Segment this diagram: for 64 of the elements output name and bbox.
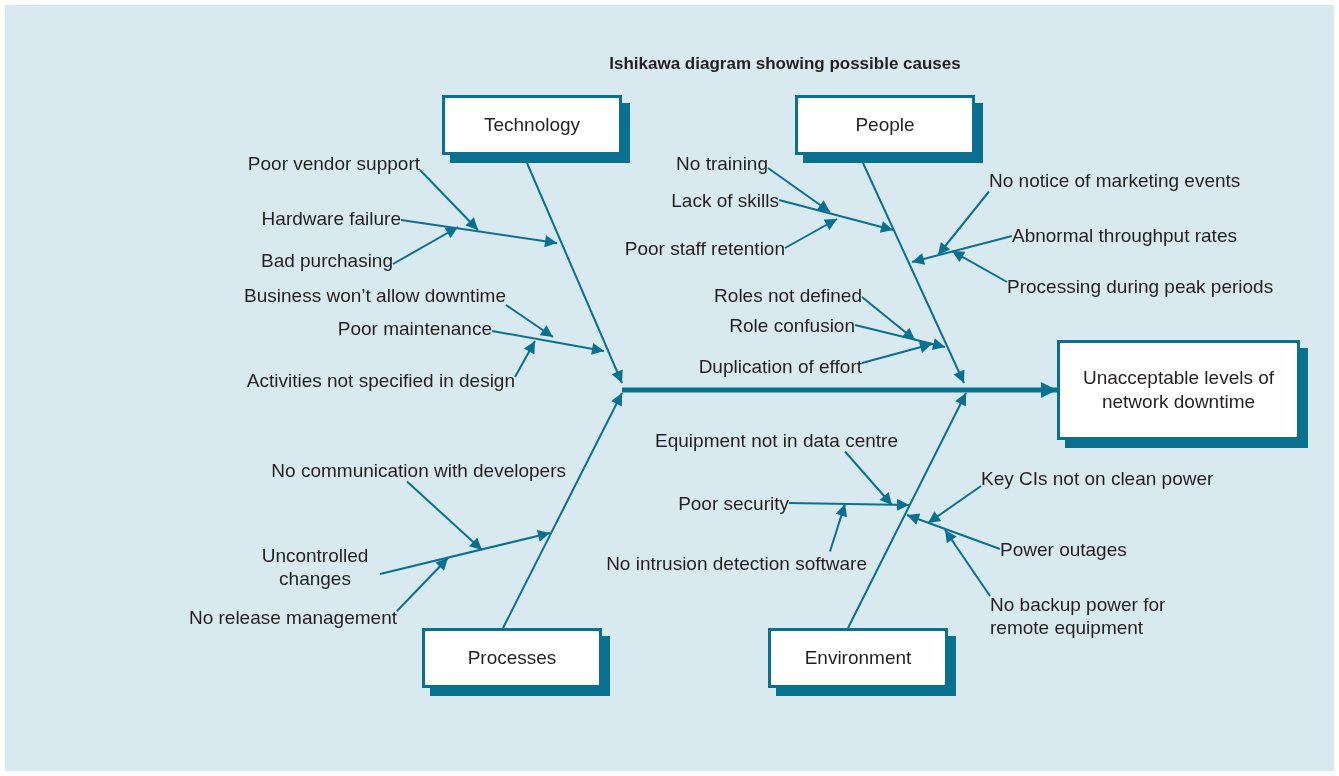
arrow [927, 485, 982, 524]
cause-label: Poor security [678, 491, 789, 515]
cause-label: Hardware failure [261, 206, 401, 230]
arrow [911, 235, 1013, 265]
cause-label: Activities not specified in design [246, 368, 515, 392]
spine-arrow [622, 382, 1057, 398]
arrow [906, 513, 1001, 550]
cause-label: No notice of marketing events [989, 168, 1241, 192]
arrow [784, 218, 838, 249]
cause-label: Poor maintenance [337, 316, 492, 340]
cause-label: Power outages [1000, 537, 1127, 561]
category-label: Processes [466, 646, 558, 670]
arrow [944, 529, 991, 597]
cause-label: Duplication of effort [698, 354, 862, 378]
arrow [862, 162, 965, 384]
category-box [795, 95, 983, 163]
arrow [419, 169, 479, 231]
category-label: Technology [482, 113, 582, 137]
cause-label: No communication with developers [271, 458, 566, 482]
arrow [379, 530, 551, 575]
category-box [768, 628, 956, 696]
cause-label: Poor vendor support [247, 151, 420, 175]
arrow [951, 250, 1008, 283]
cause-label: Equipment not in data centre [655, 428, 898, 452]
arrow [829, 503, 848, 553]
arrow [396, 557, 449, 612]
arrow [491, 330, 605, 355]
cause-label: Poor staff retention [624, 236, 785, 260]
arrow [505, 304, 554, 338]
arrow [767, 167, 831, 213]
category-box [442, 95, 630, 163]
arrow [514, 340, 536, 378]
category-label: People [854, 113, 916, 137]
diagram-title: Ishikawa diagram showing possible causes [609, 54, 961, 74]
cause-label: Business won’t allow downtime [244, 283, 506, 307]
arrow [392, 226, 459, 265]
cause-label: Abnormal throughput rates [1012, 223, 1237, 247]
cause-label: Bad purchasing [260, 248, 393, 272]
arrow [861, 341, 933, 364]
arrow [526, 162, 623, 384]
arrow [502, 392, 623, 629]
cause-label: Roles not defined [714, 283, 862, 307]
arrow [844, 450, 893, 506]
arrow [861, 296, 916, 341]
arrow [400, 219, 558, 248]
cause-label: Role confusion [729, 313, 855, 337]
category-label: Environment [803, 646, 913, 670]
cause-label: Processing during peak periods [1007, 274, 1274, 298]
cause-label: Key CIs not on clean power [981, 466, 1214, 490]
cause-label: No training [676, 151, 768, 175]
cause-label: No release management [188, 605, 397, 629]
arrow [854, 324, 946, 350]
effect-label: Unacceptable levels of network downtime [1081, 366, 1276, 414]
arrow [778, 199, 894, 233]
cause-label: Uncontrolled changes [250, 544, 380, 590]
arrow [847, 392, 967, 629]
cause-label: No intrusion detection software [606, 551, 867, 575]
arrow [937, 190, 990, 256]
category-box [422, 628, 610, 696]
arrow [406, 480, 483, 551]
cause-label: Lack of skills [671, 188, 779, 212]
cause-label: No backup power for remote equipment [990, 593, 1220, 639]
effect-box [1057, 340, 1308, 448]
arrow [788, 498, 910, 511]
